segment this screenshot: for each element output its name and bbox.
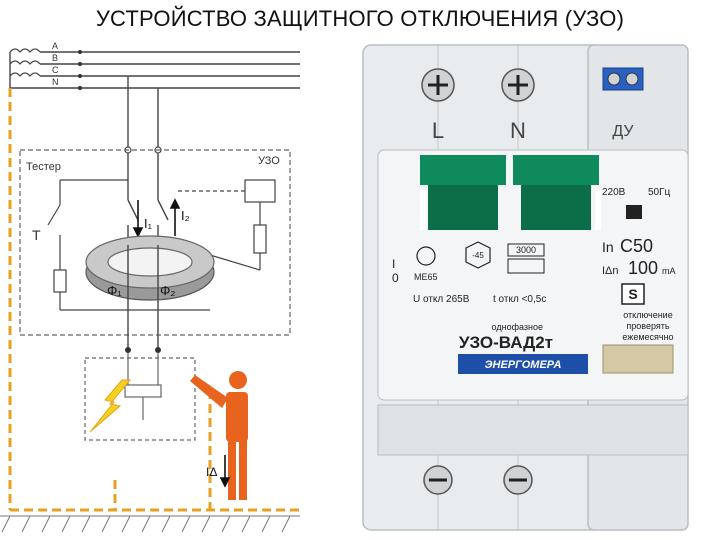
t-off-rating: t откл <0,5с	[493, 294, 546, 305]
current-i2-label: I₂	[181, 208, 190, 223]
flux-f2-label: Φ₂	[160, 283, 175, 298]
person-icon	[190, 371, 248, 500]
toggle-lever-l[interactable]	[420, 155, 506, 230]
terminal-n-label: N	[510, 118, 526, 143]
cert-code: МЕ65	[414, 272, 438, 282]
current-i1-label: I₁	[144, 216, 153, 231]
ground-path	[8, 88, 300, 512]
in-rating: C50	[620, 236, 653, 256]
temp-rating: -45	[472, 251, 484, 260]
selective-s-mark: S	[628, 286, 637, 302]
idn-value: 100	[628, 258, 658, 278]
certification-icon	[416, 246, 436, 266]
in-prefix: In	[602, 239, 614, 255]
bottom-terminal-l	[423, 465, 453, 495]
flux-f1-label: Φ₁	[107, 283, 122, 298]
current-arrows	[132, 198, 181, 238]
rcd-label: УЗО	[258, 155, 280, 167]
bottom-terminal-n	[503, 465, 533, 495]
wave-icon	[507, 258, 545, 274]
remote-terminal-du	[602, 67, 644, 91]
terminal-screw-n	[501, 68, 535, 102]
fault-lightning-icon	[89, 379, 132, 433]
idn-unit: mA	[662, 266, 676, 276]
toroid-core	[85, 235, 215, 301]
status-window	[602, 344, 674, 374]
rating-voltage: 220В	[602, 187, 626, 198]
phase-n-label: N	[52, 77, 59, 87]
rcd-housing	[19, 149, 291, 336]
phase-c-label: C	[52, 65, 59, 75]
note-line-2: проверять	[626, 321, 669, 331]
load-enclosure	[84, 353, 196, 441]
trip-relay	[175, 179, 276, 271]
idn-prefix: IΔn	[602, 265, 619, 277]
rcd-device-photo: L N ДУ 220В 50Гц In C50 IΔn 100 mA S отк…	[362, 44, 689, 531]
note-line-3: ежемесячно	[622, 332, 673, 342]
phase-b-label: B	[52, 53, 58, 63]
io-mark-1: I	[392, 257, 395, 271]
cycles-rating: 3000	[516, 245, 536, 255]
leak-current-label: IΔ	[206, 465, 217, 479]
toggle-lever-n[interactable]	[513, 155, 601, 230]
rating-frequency: 50Гц	[648, 187, 671, 198]
brand-logo: ЭНЕРГОМЕРА	[485, 359, 562, 371]
ground-hatching	[0, 515, 300, 533]
phase-lines	[9, 51, 300, 89]
supply-coils	[9, 48, 41, 77]
tester-circuit	[47, 179, 210, 311]
tester-label: Тестер	[26, 161, 61, 173]
model-name: УЗО-ВАД2т	[459, 333, 553, 352]
page-title: УСТРОЙСТВО ЗАЩИТНОГО ОТКЛЮЧЕНИЯ (УЗО)	[95, 6, 625, 31]
rcd-schematic: A B C N Тестер УЗО T	[0, 41, 300, 533]
note-line-1: отключение	[623, 310, 672, 320]
tester-switch-label: T	[32, 227, 41, 243]
terminal-l-label: L	[432, 118, 444, 143]
supply-wires	[127, 76, 159, 148]
phase-a-label: A	[52, 41, 58, 51]
phase-type: однофазное	[492, 322, 543, 332]
test-button[interactable]	[626, 205, 642, 219]
terminal-du-label: ДУ	[612, 123, 634, 140]
io-mark-0: 0	[392, 271, 399, 285]
terminal-screw-l	[421, 68, 455, 102]
u-off-rating: U откл 265В	[413, 294, 470, 305]
